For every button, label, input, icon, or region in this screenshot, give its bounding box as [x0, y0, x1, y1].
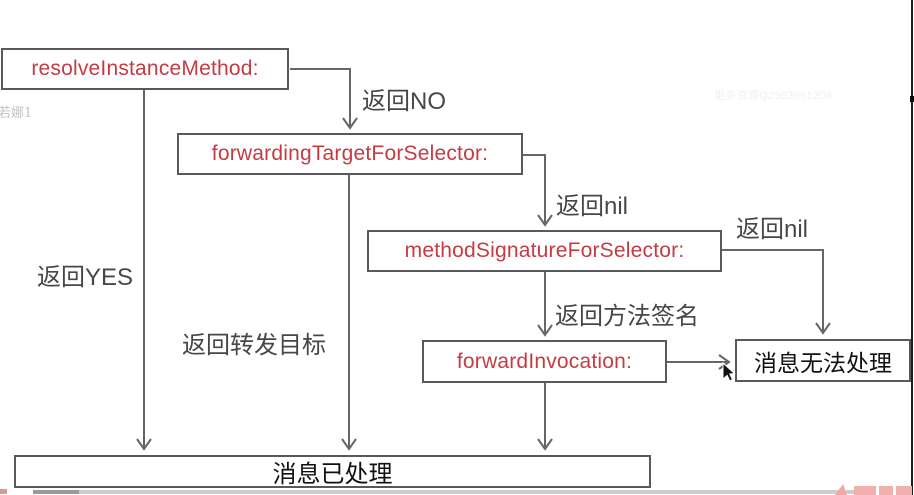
right-edge-scroll-nub: [910, 96, 914, 102]
watermark-username: 若娜1: [0, 106, 33, 121]
node-message-handled-label: 消息已处理: [272, 461, 393, 488]
pink-logo-triangle-icon: [834, 484, 850, 495]
edge-label-return-nil-to-signature: 返回nil: [556, 193, 629, 220]
video-progress-played: [33, 490, 79, 494]
right-edge-border: [911, 0, 913, 495]
watermark-resource-id: 更多资源Q2503961206: [714, 90, 833, 102]
bottom-left-red-tick: [0, 489, 7, 494]
video-progress-bar[interactable]: [33, 490, 866, 494]
edge-label-return-method-signature: 返回方法签名: [555, 303, 699, 330]
node-forward-invocation-label: forwardInvocation:: [456, 349, 633, 373]
node-forwarding-target-for-selector: forwardingTargetForSelector:: [177, 133, 523, 175]
edge-label-return-yes: 返回YES: [37, 264, 134, 291]
pink-logo: [834, 483, 914, 495]
node-forward-invocation: forwardInvocation:: [422, 340, 667, 383]
node-message-unhandled-label: 消息无法处理: [754, 349, 892, 376]
node-method-signature-for-selector: methodSignatureForSelector:: [367, 230, 722, 272]
node-method-signature-for-selector-label: methodSignatureForSelector:: [404, 239, 685, 262]
mouse-cursor-icon: [722, 362, 736, 382]
edge-label-return-forward-target: 返回转发目标: [182, 332, 326, 359]
node-message-handled: 消息已处理: [14, 455, 651, 488]
node-resolve-instance-method: resolveInstanceMethod:: [1, 48, 289, 90]
node-resolve-instance-method-label: resolveInstanceMethod:: [31, 57, 259, 80]
node-forwarding-target-for-selector-label: forwardingTargetForSelector:: [211, 142, 489, 165]
edge-label-return-nil-to-unhandled: 返回nil: [736, 216, 809, 243]
edge-label-return-no: 返回NO: [362, 88, 446, 115]
node-message-unhandled: 消息无法处理: [735, 339, 911, 382]
